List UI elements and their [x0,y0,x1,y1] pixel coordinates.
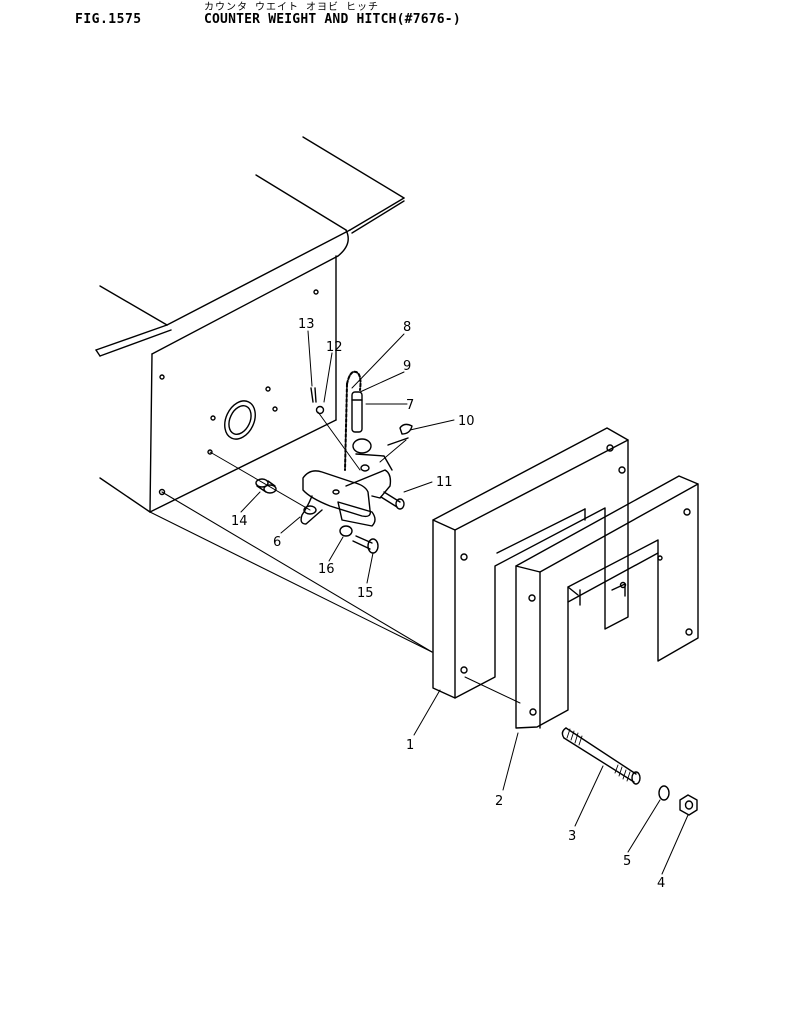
guide-lines [209,411,521,704]
figure-header: FIG.1575 カウンタ ウエイト オヨビ ヒッチ COUNTER WEIGH… [0,0,795,40]
figure-number: FIG.1575 [75,12,142,27]
callout-9: 9 [403,359,411,374]
hitch-assembly [255,370,413,554]
part-16-washer [339,525,353,537]
callout-3: 3 [568,829,576,844]
part-7-pin [351,391,363,433]
part-15-bolt [352,535,379,554]
callout-4: 4 [657,876,665,891]
part-14-bushing [255,478,277,494]
title-japanese: カウンタ ウエイト オヨビ ヒッチ [204,2,380,13]
part-8-chain [346,370,362,391]
callout-12: 12 [326,340,343,355]
callout-2: 2 [495,794,503,809]
callout-numbers: 1 2 3 4 5 6 7 8 9 10 11 12 13 14 15 16 [231,317,665,891]
callout-10: 10 [458,414,475,429]
counterweight-2 [515,475,699,729]
counterweight-1 [432,427,629,699]
callout-15: 15 [357,586,374,601]
part-13-cotter-pin [310,387,317,403]
callout-7: 7 [406,398,414,413]
part-5-washer [658,785,670,801]
part-12-washer [315,405,325,415]
part-4-nut [679,794,698,816]
part-11-bolt [380,491,405,510]
callout-16: 16 [318,562,335,577]
part-10-clip [399,423,413,435]
title-english: COUNTER WEIGHT AND HITCH(#7676-) [204,12,461,27]
callout-leaders [240,330,689,875]
callout-13: 13 [298,317,315,332]
part-3-stud [561,727,641,785]
callout-6: 6 [273,535,281,550]
callout-5: 5 [623,854,631,869]
callout-1: 1 [406,738,414,753]
callout-8: 8 [403,320,411,335]
callout-11: 11 [436,475,453,490]
machine-frame [95,136,433,653]
callout-14: 14 [231,514,248,529]
